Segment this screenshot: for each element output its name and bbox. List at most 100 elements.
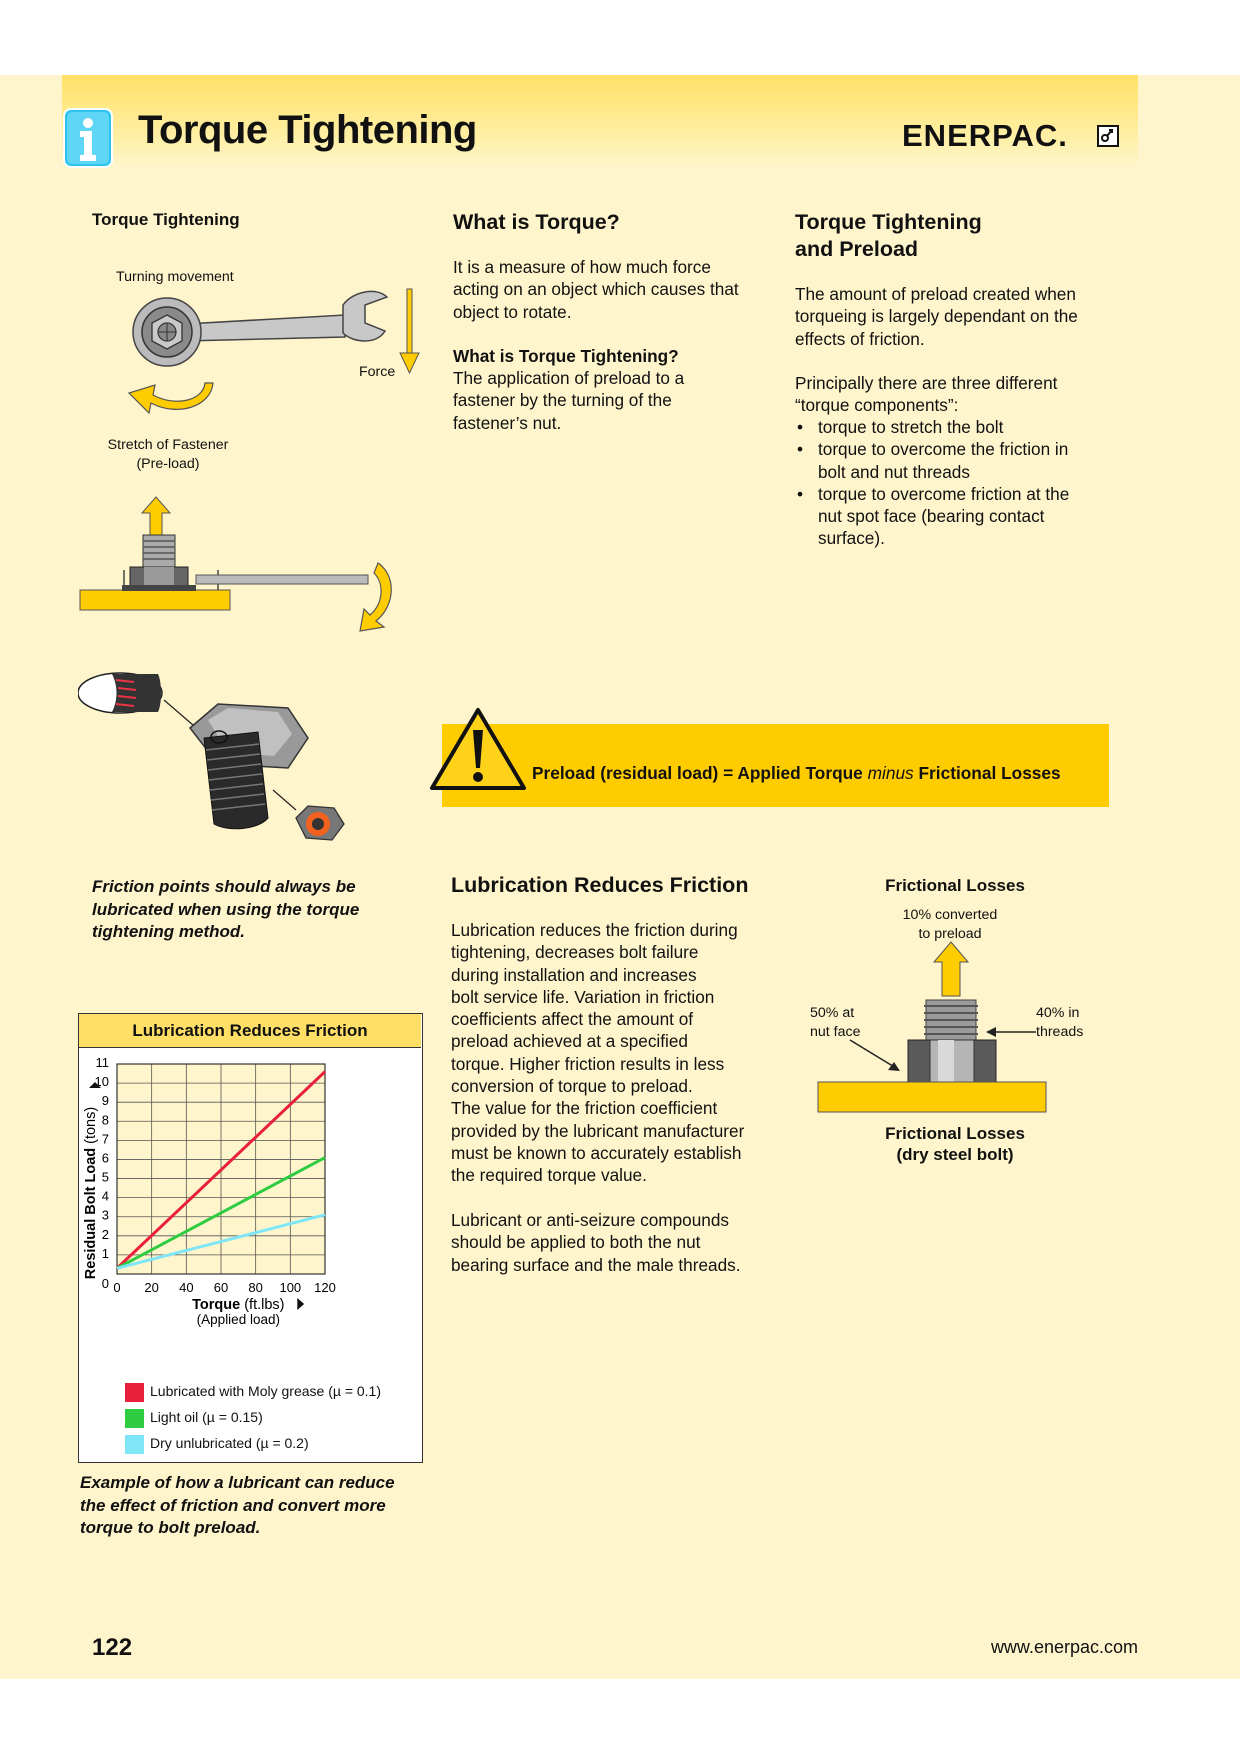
- brand-logo: ENERPAC.: [902, 118, 1068, 153]
- turning-movement-label: Turning movement: [116, 269, 234, 285]
- preload-heading-line2: and Preload: [795, 237, 919, 261]
- lubrication-para2: Lubricant or anti-seizure compounds shou…: [451, 1209, 741, 1276]
- text-line: nut spot face (bearing contact: [818, 506, 1045, 527]
- label-line: threads: [1036, 1024, 1084, 1040]
- legend-item-dry: Dry unlubricated (µ = 0.2): [125, 1435, 309, 1455]
- text-line: Lubrication reduces the friction during: [451, 920, 738, 940]
- nut-face-percent-label: 50% at nut face: [810, 1004, 860, 1042]
- label-line: 50% at: [810, 1005, 855, 1021]
- x-tick-label: 120: [314, 1280, 336, 1295]
- text-line: “torque components”:: [795, 395, 959, 416]
- y-tick-label: 6: [102, 1150, 109, 1165]
- lubrication-para1: Lubrication reduces the friction during …: [451, 919, 744, 1187]
- label-line: 40% in: [1036, 1005, 1080, 1021]
- text-line: Lubricant or anti-seizure compounds: [451, 1210, 730, 1230]
- text-line: torque to overcome friction at the: [818, 483, 1070, 504]
- info-icon: [63, 108, 113, 168]
- torque-components-list: torque to stretch the bolt torque to ove…: [795, 416, 1069, 550]
- text-line: conversion of torque to preload.: [451, 1076, 693, 1097]
- text-line: object to rotate.: [453, 301, 572, 322]
- text-line: fastener’s nut.: [453, 412, 562, 433]
- text-line: bolt and nut threads: [818, 461, 970, 482]
- footer-url[interactable]: www.enerpac.com: [990, 1637, 1138, 1657]
- label-line: to preload: [918, 926, 982, 942]
- x-tick-label: 0: [113, 1280, 120, 1295]
- text-line: It is a measure of how much force: [453, 257, 711, 277]
- label-line: nut face: [810, 1024, 861, 1040]
- y-tick-label: 4: [102, 1189, 109, 1204]
- series-line: [115, 1070, 327, 1270]
- bolt-stretch-illustration: [79, 496, 392, 632]
- preload-formula: Preload (residual load) = Applied Torque…: [532, 763, 1061, 784]
- preload-para2: Principally there are three different “t…: [795, 372, 1057, 417]
- legend-item-moly: Lubricated with Moly grease (µ = 0.1): [125, 1383, 381, 1403]
- what-is-tightening-subheading: What is Torque Tightening?: [453, 346, 679, 366]
- caption-line: Frictional Losses: [885, 1124, 1025, 1143]
- preload-para1: The amount of preload created when torqu…: [795, 283, 1078, 350]
- x-tick-label: 80: [248, 1280, 262, 1295]
- x-tick-label: 100: [279, 1280, 301, 1295]
- legend-item-light-oil: Light oil (µ = 0.15): [125, 1409, 263, 1429]
- text-line: preload achieved at a specified: [451, 1031, 688, 1052]
- legend-swatch-green: [125, 1409, 144, 1428]
- frictional-losses-illustration: [817, 941, 1047, 1113]
- chart-caption-line: torque to bolt preload.: [80, 1518, 261, 1537]
- chart-caption-line: the effect of friction and convert more: [80, 1495, 386, 1515]
- text-line: torque. Higher friction results in less: [451, 1053, 725, 1074]
- warning-icon: [430, 708, 526, 790]
- text-line: torque to stretch the bolt: [818, 417, 1004, 437]
- y-tick-label: 1: [102, 1246, 109, 1261]
- y-tick-label: 0: [102, 1276, 109, 1291]
- text-line: torque to overcome the friction in: [818, 439, 1069, 460]
- legend-swatch-red: [125, 1383, 144, 1402]
- frictional-losses-title: Frictional Losses: [885, 876, 1025, 895]
- header-band: [62, 75, 1138, 167]
- force-label: Force: [359, 364, 396, 380]
- text-line: The value for the friction coefficient: [451, 1098, 718, 1119]
- legend-swatch-cyan: [125, 1435, 144, 1454]
- text-line: Principally there are three different: [795, 373, 1058, 393]
- y-tick-label: 9: [102, 1093, 109, 1108]
- text-line: should be applied to both the nut: [451, 1232, 701, 1253]
- list-item: torque to stretch the bolt: [795, 416, 1069, 439]
- text-line: acting on an object which causes that: [453, 279, 739, 300]
- label-line: 10% converted: [902, 907, 998, 923]
- preload-heading: Torque Tightening and Preload: [795, 209, 982, 263]
- chart-caption-line: Example of how a lubricant can reduce: [80, 1473, 395, 1492]
- page-number: 122: [92, 1634, 133, 1661]
- brand-logo-icon: [1097, 125, 1119, 147]
- friction-caption-line: Friction points should always be: [92, 877, 356, 896]
- text-line: bolt service life. Variation in friction: [451, 986, 715, 1007]
- preload-heading-line1: Torque Tightening: [795, 210, 982, 234]
- y-tick-label: 2: [102, 1227, 109, 1242]
- text-line: coefficients affect the amount of: [451, 1009, 694, 1030]
- friction-caption-line: tightening method.: [92, 922, 245, 941]
- text-line: surface).: [818, 528, 885, 549]
- text-line: fastener by the turning of the: [453, 390, 672, 411]
- chart-title: Lubrication Reduces Friction: [132, 1021, 368, 1040]
- text-line: during installation and increases: [451, 964, 697, 985]
- y-tick-label: 11: [96, 1055, 110, 1070]
- stretch-label-line2: (Pre-load): [136, 456, 200, 472]
- text-line: The amount of preload created when: [795, 284, 1076, 304]
- what-is-tightening-body: The application of preload to a fastener…: [453, 367, 684, 434]
- warning-band: [442, 724, 1109, 807]
- formula-minus: minus: [867, 763, 914, 783]
- what-is-torque-heading: What is Torque?: [453, 210, 620, 234]
- series-line: [116, 1156, 326, 1270]
- text-line: effects of friction.: [795, 328, 925, 349]
- what-is-torque-body: It is a measure of how much force acting…: [453, 256, 739, 323]
- x-tick-label: 60: [214, 1280, 228, 1295]
- text-line: The application of preload to a: [453, 368, 685, 388]
- y-tick-label: 7: [102, 1131, 109, 1146]
- y-tick-label: 3: [102, 1208, 109, 1223]
- legend-label: Dry unlubricated (µ = 0.2): [150, 1435, 309, 1452]
- frictional-losses-caption: Frictional Losses (dry steel bolt): [800, 1123, 1110, 1165]
- formula-part: Frictional Losses: [913, 763, 1061, 783]
- formula-part: Preload (residual load) = Applied Torque: [532, 763, 868, 783]
- x-tick-label: 40: [179, 1280, 193, 1295]
- legend-label: Lubricated with Moly grease (µ = 0.1): [150, 1383, 382, 1400]
- y-axis-label: Residual Bolt Load (tons): [83, 1107, 99, 1279]
